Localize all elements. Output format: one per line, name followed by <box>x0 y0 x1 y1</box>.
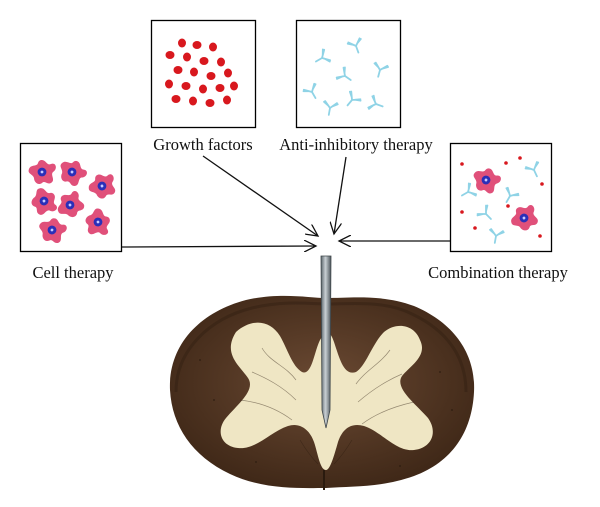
arrows <box>121 155 450 247</box>
arrow-anti-inhibitory <box>334 156 347 234</box>
growth-factor-dots-icon <box>165 38 238 107</box>
growth-factors-frame <box>150 19 257 129</box>
injection-needle-icon <box>320 255 332 429</box>
arrow-growth-factors <box>202 155 318 236</box>
combination-label: Combination therapy <box>428 263 569 282</box>
anti-inhibitory-label: Anti-inhibitory therapy <box>279 135 433 154</box>
anti-inhibitory-frame <box>295 19 402 129</box>
growth-factors-label: Growth factors <box>153 135 252 154</box>
combination-frame <box>449 142 553 253</box>
combination-icon <box>457 156 545 246</box>
anti-inhibitory-panel: Anti-inhibitory therapy <box>279 19 434 154</box>
arrow-cell-therapy <box>121 246 316 247</box>
cell-therapy-panel: Cell therapy <box>19 142 123 282</box>
combination-panel: Combination therapy <box>428 142 569 282</box>
cell-therapy-label: Cell therapy <box>32 263 114 282</box>
growth-factors-panel: Growth factors <box>150 19 257 154</box>
